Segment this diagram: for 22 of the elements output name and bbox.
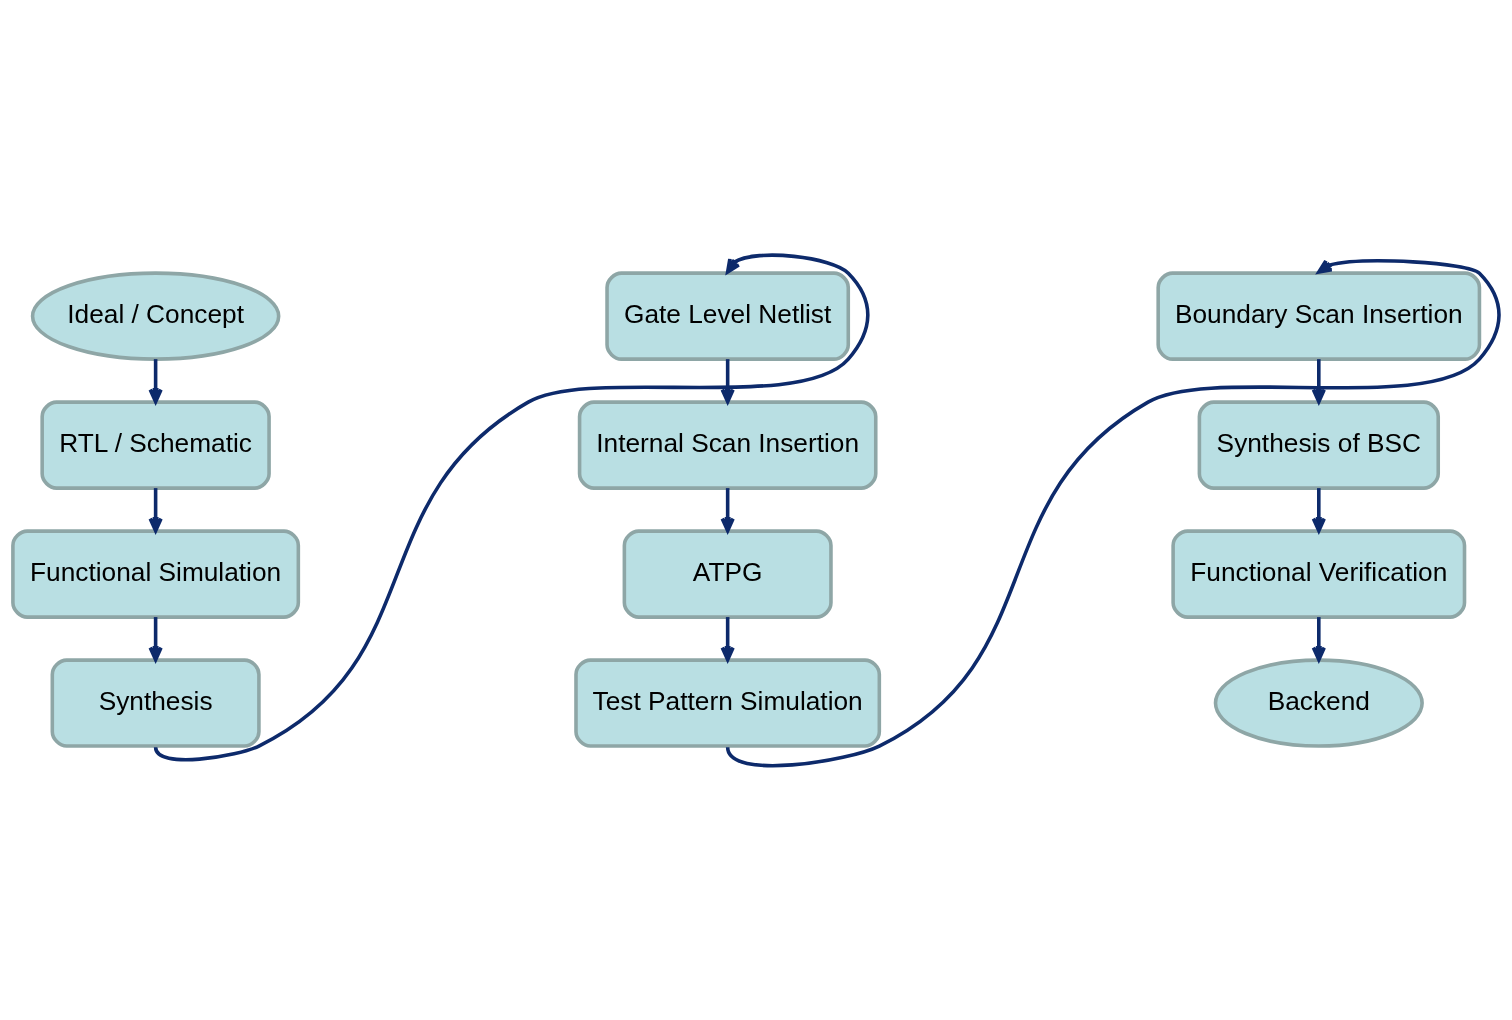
arrow [720,616,735,661]
node-box: Functional Simulation [11,528,301,619]
node-box: Test Pattern Simulation [574,657,882,748]
arrow [1311,358,1326,404]
node-box: Synthesis [50,657,261,748]
node-box: Internal Scan Insertion [577,399,878,490]
arrow [148,487,163,532]
node-box: Boundary Scan Insertion [1156,270,1482,361]
arrow [720,358,735,404]
node-ellipse: Ideal / Concept [30,270,281,361]
arrow [720,487,735,532]
node-box: Functional Verification [1171,528,1467,619]
arrow [1311,487,1326,532]
arrow [1311,616,1326,661]
node-box: ATPG [622,528,833,619]
node-box: Gate Level Netlist [605,270,851,361]
arrow [148,358,163,404]
node-ellipse: Backend [1213,657,1424,748]
arrow [148,616,163,661]
node-box: Synthesis of BSC [1197,399,1440,490]
arrow [726,258,1501,767]
node-box: RTL / Schematic [40,399,271,490]
